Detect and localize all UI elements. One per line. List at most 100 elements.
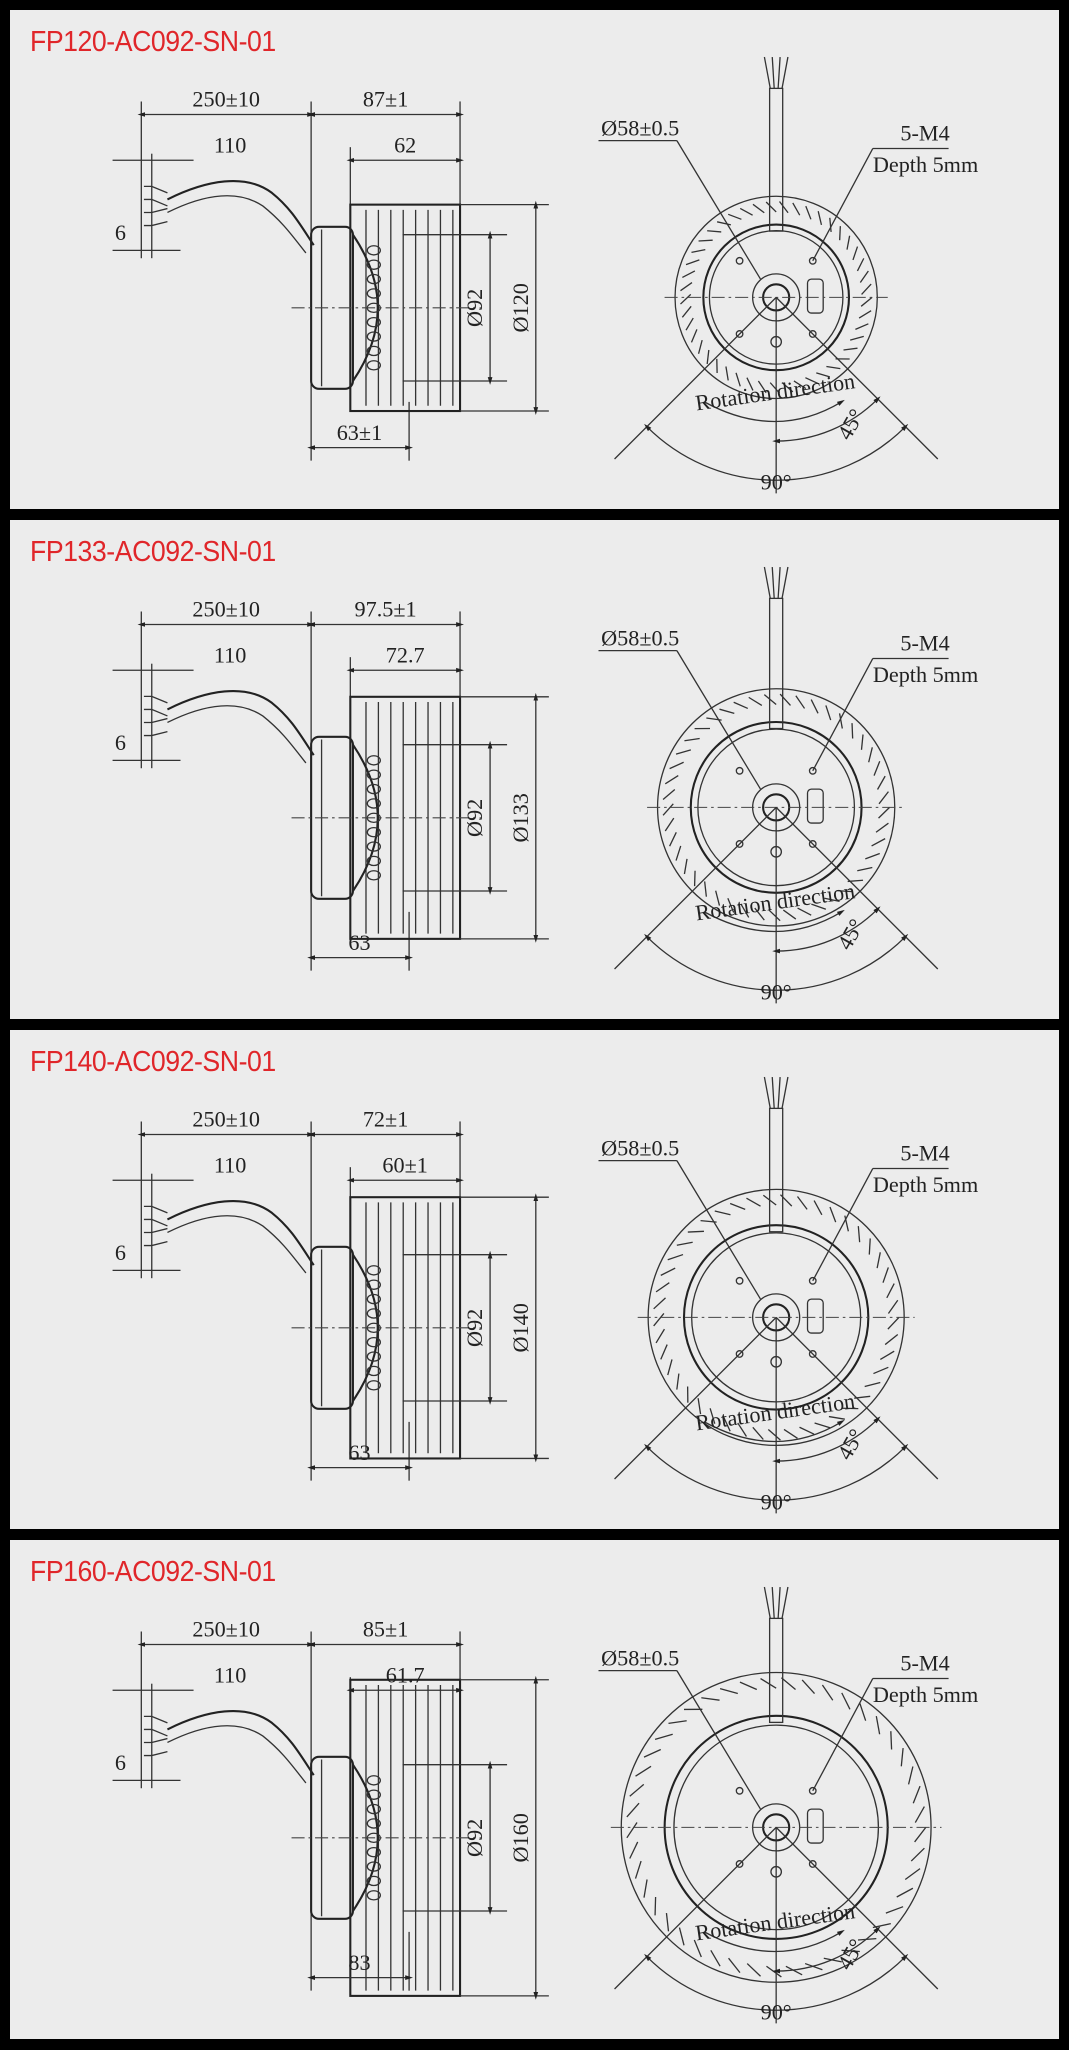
wire-end-label: 6 — [115, 1240, 126, 1265]
blade-mark — [664, 817, 675, 832]
blade-mark — [910, 1847, 925, 1862]
rotation-arrow — [704, 399, 845, 423]
blade-mark — [914, 1826, 927, 1843]
blade-mark — [654, 1733, 673, 1741]
blade-mark — [859, 1703, 867, 1721]
blade-mark — [875, 822, 889, 833]
mounting-hole — [735, 1786, 744, 1795]
label-plate — [806, 278, 824, 314]
thread-depth-label: Depth 5mm — [873, 1682, 978, 1707]
threads-label: 5-M4 — [900, 631, 949, 656]
wire-end-label: 6 — [115, 730, 126, 755]
blade-mark — [793, 380, 807, 390]
blade-mark — [810, 699, 819, 714]
blade-mark — [739, 207, 753, 216]
blade-mark — [885, 1906, 904, 1914]
wire-lead — [143, 1737, 168, 1744]
angle-line — [614, 1826, 777, 1990]
label-plate — [806, 1298, 824, 1334]
hub-diameter-label: Ø92 — [462, 1819, 487, 1857]
blade-mark — [709, 1408, 716, 1424]
wire-lead — [143, 220, 168, 227]
vent-hole — [366, 783, 382, 795]
blade-mark — [667, 1359, 673, 1376]
vent-hole — [366, 1875, 382, 1887]
wire-lead — [143, 1218, 168, 1227]
cable-length-label: 250±10 — [192, 1107, 260, 1132]
blade-mark — [814, 1422, 831, 1429]
blade-mark — [683, 858, 688, 875]
cable — [167, 195, 307, 254]
vent-hole — [366, 1279, 382, 1290]
mounting-hole — [808, 1786, 817, 1795]
blade-mark — [914, 1806, 925, 1823]
blade-mark — [878, 791, 889, 805]
mounting-hole — [735, 766, 744, 775]
blade-mark — [900, 1748, 904, 1767]
cable — [768, 87, 784, 232]
wire-lead — [781, 1076, 789, 1109]
wire-lead — [771, 1586, 775, 1619]
impeller-depth-label: 60±1 — [382, 1152, 427, 1177]
model-title: FP140-AC092-SN-01 — [30, 1046, 276, 1078]
blade-mark — [722, 1416, 731, 1432]
blade-mark — [665, 1913, 670, 1932]
blade-mark — [746, 1963, 761, 1977]
vent-hole — [366, 826, 382, 838]
wire-lead — [763, 1586, 771, 1619]
blade-mark — [824, 897, 840, 903]
impeller-depth-label: 61.7 — [386, 1662, 425, 1687]
strip-length-label: 110 — [214, 1662, 246, 1687]
blade-mark — [725, 366, 729, 381]
blade-mark — [844, 1215, 850, 1232]
blade-mark — [817, 211, 823, 226]
overall-depth-label: 97.5±1 — [355, 597, 417, 622]
angle-line — [775, 296, 939, 460]
wire-lead — [143, 1240, 168, 1247]
blade-mark — [868, 747, 873, 763]
blade-mark — [855, 323, 869, 330]
wire-lead — [143, 207, 168, 214]
blade-mark — [843, 347, 858, 351]
angle-45-label: 45° — [832, 1425, 869, 1464]
angle-90-arc — [644, 933, 909, 991]
mounting-hole — [808, 840, 817, 848]
blade-mark — [912, 1785, 921, 1804]
blade-mark — [654, 1896, 657, 1916]
vent-hole — [366, 755, 382, 766]
blade-mark — [884, 1333, 899, 1346]
angle-45-label: 45° — [832, 915, 869, 954]
blade-mark — [662, 789, 676, 800]
blade-mark — [676, 1373, 680, 1390]
rotation-arrow — [704, 1419, 845, 1443]
wire-lead — [771, 56, 775, 89]
vent-hole — [366, 1789, 382, 1800]
blade-mark — [735, 372, 741, 387]
blade-mark — [655, 1282, 670, 1293]
angle-line — [775, 806, 939, 970]
blade-mark — [719, 1687, 738, 1695]
blade-mark — [887, 1316, 900, 1330]
blade-mark — [669, 832, 677, 847]
blade-mark — [676, 1241, 693, 1246]
blade-mark — [780, 1677, 796, 1691]
blade-mark — [792, 202, 801, 216]
motor-depth-label: 63±1 — [337, 420, 382, 445]
hub-diameter-label: Ø92 — [462, 799, 487, 837]
thread-depth-label: Depth 5mm — [873, 152, 978, 177]
angle-line — [775, 1826, 939, 1990]
blade-mark — [675, 749, 692, 755]
blade-mark — [685, 317, 694, 331]
blade-mark — [662, 803, 674, 816]
bolt-circle-label: Ø58±0.5 — [601, 1645, 679, 1670]
blade-mark — [861, 283, 872, 295]
blade-mark — [879, 1350, 895, 1361]
angle-90-label: 90° — [761, 979, 792, 1004]
